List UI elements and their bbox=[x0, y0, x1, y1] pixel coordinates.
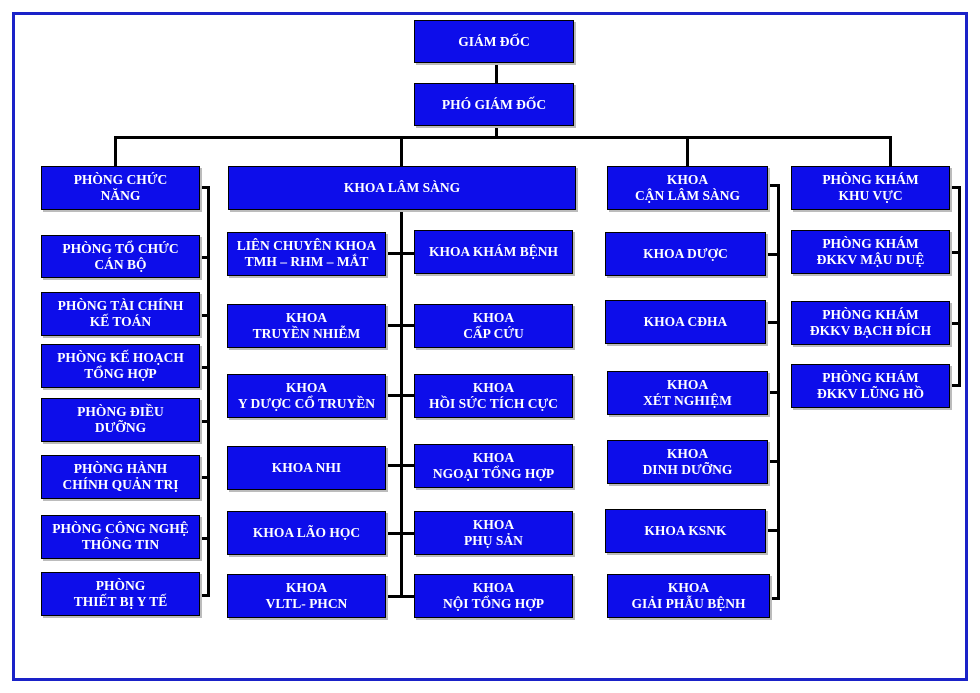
connector-functional-bus bbox=[207, 186, 210, 596]
paraclinical-dept-box[interactable]: KHOA DINH DƯỠNG bbox=[607, 440, 768, 484]
connector-paraclinical-tick bbox=[766, 321, 780, 324]
regional-clinic-box[interactable]: PHÒNG KHÁM ĐKKV LŨNG HỒ bbox=[791, 364, 950, 408]
clinical-dept-box[interactable]: KHOA Y DƯỢC CỔ TRUYỀN bbox=[227, 374, 386, 418]
regional-clinic-box[interactable]: PHÒNG KHÁM ĐKKV MẬU DUỆ bbox=[791, 230, 950, 274]
connector-drop-functional bbox=[114, 136, 117, 167]
clinical-dept-box[interactable]: KHOA NGOẠI TỔNG HỢP bbox=[414, 444, 573, 488]
functional-dept-box[interactable]: PHÒNG THIẾT BỊ Y TẾ bbox=[41, 572, 200, 616]
connector-clinics-tick bbox=[950, 251, 961, 254]
clinical-header-box[interactable]: KHOA LÂM SÀNG bbox=[228, 166, 576, 210]
connector-clinical-row bbox=[386, 324, 415, 327]
connector-clinics-tick bbox=[950, 384, 961, 387]
clinical-dept-box[interactable]: LIÊN CHUYÊN KHOA TMH – RHM – MẮT bbox=[227, 232, 386, 276]
connector-paraclinical-tick bbox=[766, 529, 780, 532]
connector-main-horizontal bbox=[114, 136, 892, 139]
clinical-dept-box[interactable]: KHOA NHI bbox=[227, 446, 386, 490]
paraclinical-dept-box[interactable]: KHOA KSNK bbox=[605, 509, 766, 553]
connector-functional-tick bbox=[200, 256, 210, 259]
connector-clinical-row bbox=[386, 252, 415, 255]
clinical-dept-box[interactable]: KHOA PHỤ SẢN bbox=[414, 511, 573, 555]
connector-functional-tick bbox=[200, 420, 210, 423]
connector-clinics-bus bbox=[958, 186, 961, 386]
functional-header-box[interactable]: PHÒNG CHỨC NĂNG bbox=[41, 166, 200, 210]
connector-functional-tick bbox=[200, 366, 210, 369]
connector-clinics-tick bbox=[950, 322, 961, 325]
clinical-dept-box[interactable]: KHOA CẤP CỨU bbox=[414, 304, 573, 348]
connector-functional-tick bbox=[200, 186, 210, 189]
functional-dept-box[interactable]: PHÒNG ĐIỀU DƯỠNG bbox=[41, 398, 200, 442]
connector-clinical-spine bbox=[400, 209, 403, 598]
functional-dept-box[interactable]: PHÒNG KẾ HOẠCH TỔNG HỢP bbox=[41, 344, 200, 388]
connector-functional-tick bbox=[200, 314, 210, 317]
connector-paraclinical-tick bbox=[766, 253, 780, 256]
diagram-frame bbox=[12, 12, 968, 681]
clinics-header-box[interactable]: PHÒNG KHÁM KHU VỰC bbox=[791, 166, 950, 210]
connector-clinical-row bbox=[386, 532, 415, 535]
connector-functional-tick bbox=[200, 594, 210, 597]
functional-dept-box[interactable]: PHÒNG HÀNH CHÍNH QUẢN TRỊ bbox=[41, 455, 200, 499]
connector-paraclinical-tick bbox=[768, 184, 780, 187]
connector-clinical-row bbox=[386, 394, 415, 397]
functional-dept-box[interactable]: PHÒNG TỔ CHỨC CÁN BỘ bbox=[41, 235, 200, 278]
connector-director-deputy bbox=[495, 62, 498, 84]
clinical-dept-box[interactable]: KHOA VLTL- PHCN bbox=[227, 574, 386, 618]
connector-paraclinical-tick bbox=[770, 597, 780, 600]
connector-drop-clinics bbox=[889, 136, 892, 167]
connector-drop-clinical bbox=[400, 136, 403, 167]
functional-dept-box[interactable]: PHÒNG TÀI CHÍNH KẾ TOÁN bbox=[41, 292, 200, 336]
paraclinical-dept-box[interactable]: KHOA GIẢI PHẪU BỆNH bbox=[607, 574, 770, 618]
clinical-dept-box[interactable]: KHOA HỒI SỨC TÍCH CỰC bbox=[414, 374, 573, 418]
deputy-director-box[interactable]: PHÓ GIÁM ĐỐC bbox=[414, 83, 574, 126]
paraclinical-dept-box[interactable]: KHOA DƯỢC bbox=[605, 232, 766, 276]
connector-clinical-row bbox=[386, 464, 415, 467]
connector-paraclinical-tick bbox=[768, 460, 780, 463]
connector-functional-tick bbox=[200, 476, 210, 479]
functional-dept-box[interactable]: PHÒNG CÔNG NGHỆ THÔNG TIN bbox=[41, 515, 200, 559]
director-box[interactable]: GIÁM ĐỐC bbox=[414, 20, 574, 63]
clinical-dept-box[interactable]: KHOA NỘI TỔNG HỢP bbox=[414, 574, 573, 618]
connector-clinics-tick bbox=[950, 186, 961, 189]
paraclinical-dept-box[interactable]: KHOA XÉT NGHIỆM bbox=[607, 371, 768, 415]
connector-deputy-branch bbox=[495, 125, 498, 138]
connector-clinical-row bbox=[386, 595, 415, 598]
regional-clinic-box[interactable]: PHÒNG KHÁM ĐKKV BẠCH ĐÍCH bbox=[791, 301, 950, 345]
connector-drop-paraclinical bbox=[686, 136, 689, 167]
paraclinical-dept-box[interactable]: KHOA CĐHA bbox=[605, 300, 766, 344]
clinical-dept-box[interactable]: KHOA TRUYỀN NHIỄM bbox=[227, 304, 386, 348]
clinical-dept-box[interactable]: KHOA KHÁM BỆNH bbox=[414, 230, 573, 274]
clinical-dept-box[interactable]: KHOA LÃO HỌC bbox=[227, 511, 386, 555]
connector-functional-tick bbox=[200, 537, 210, 540]
paraclinical-header-box[interactable]: KHOA CẬN LÂM SÀNG bbox=[607, 166, 768, 210]
connector-paraclinical-tick bbox=[768, 391, 780, 394]
